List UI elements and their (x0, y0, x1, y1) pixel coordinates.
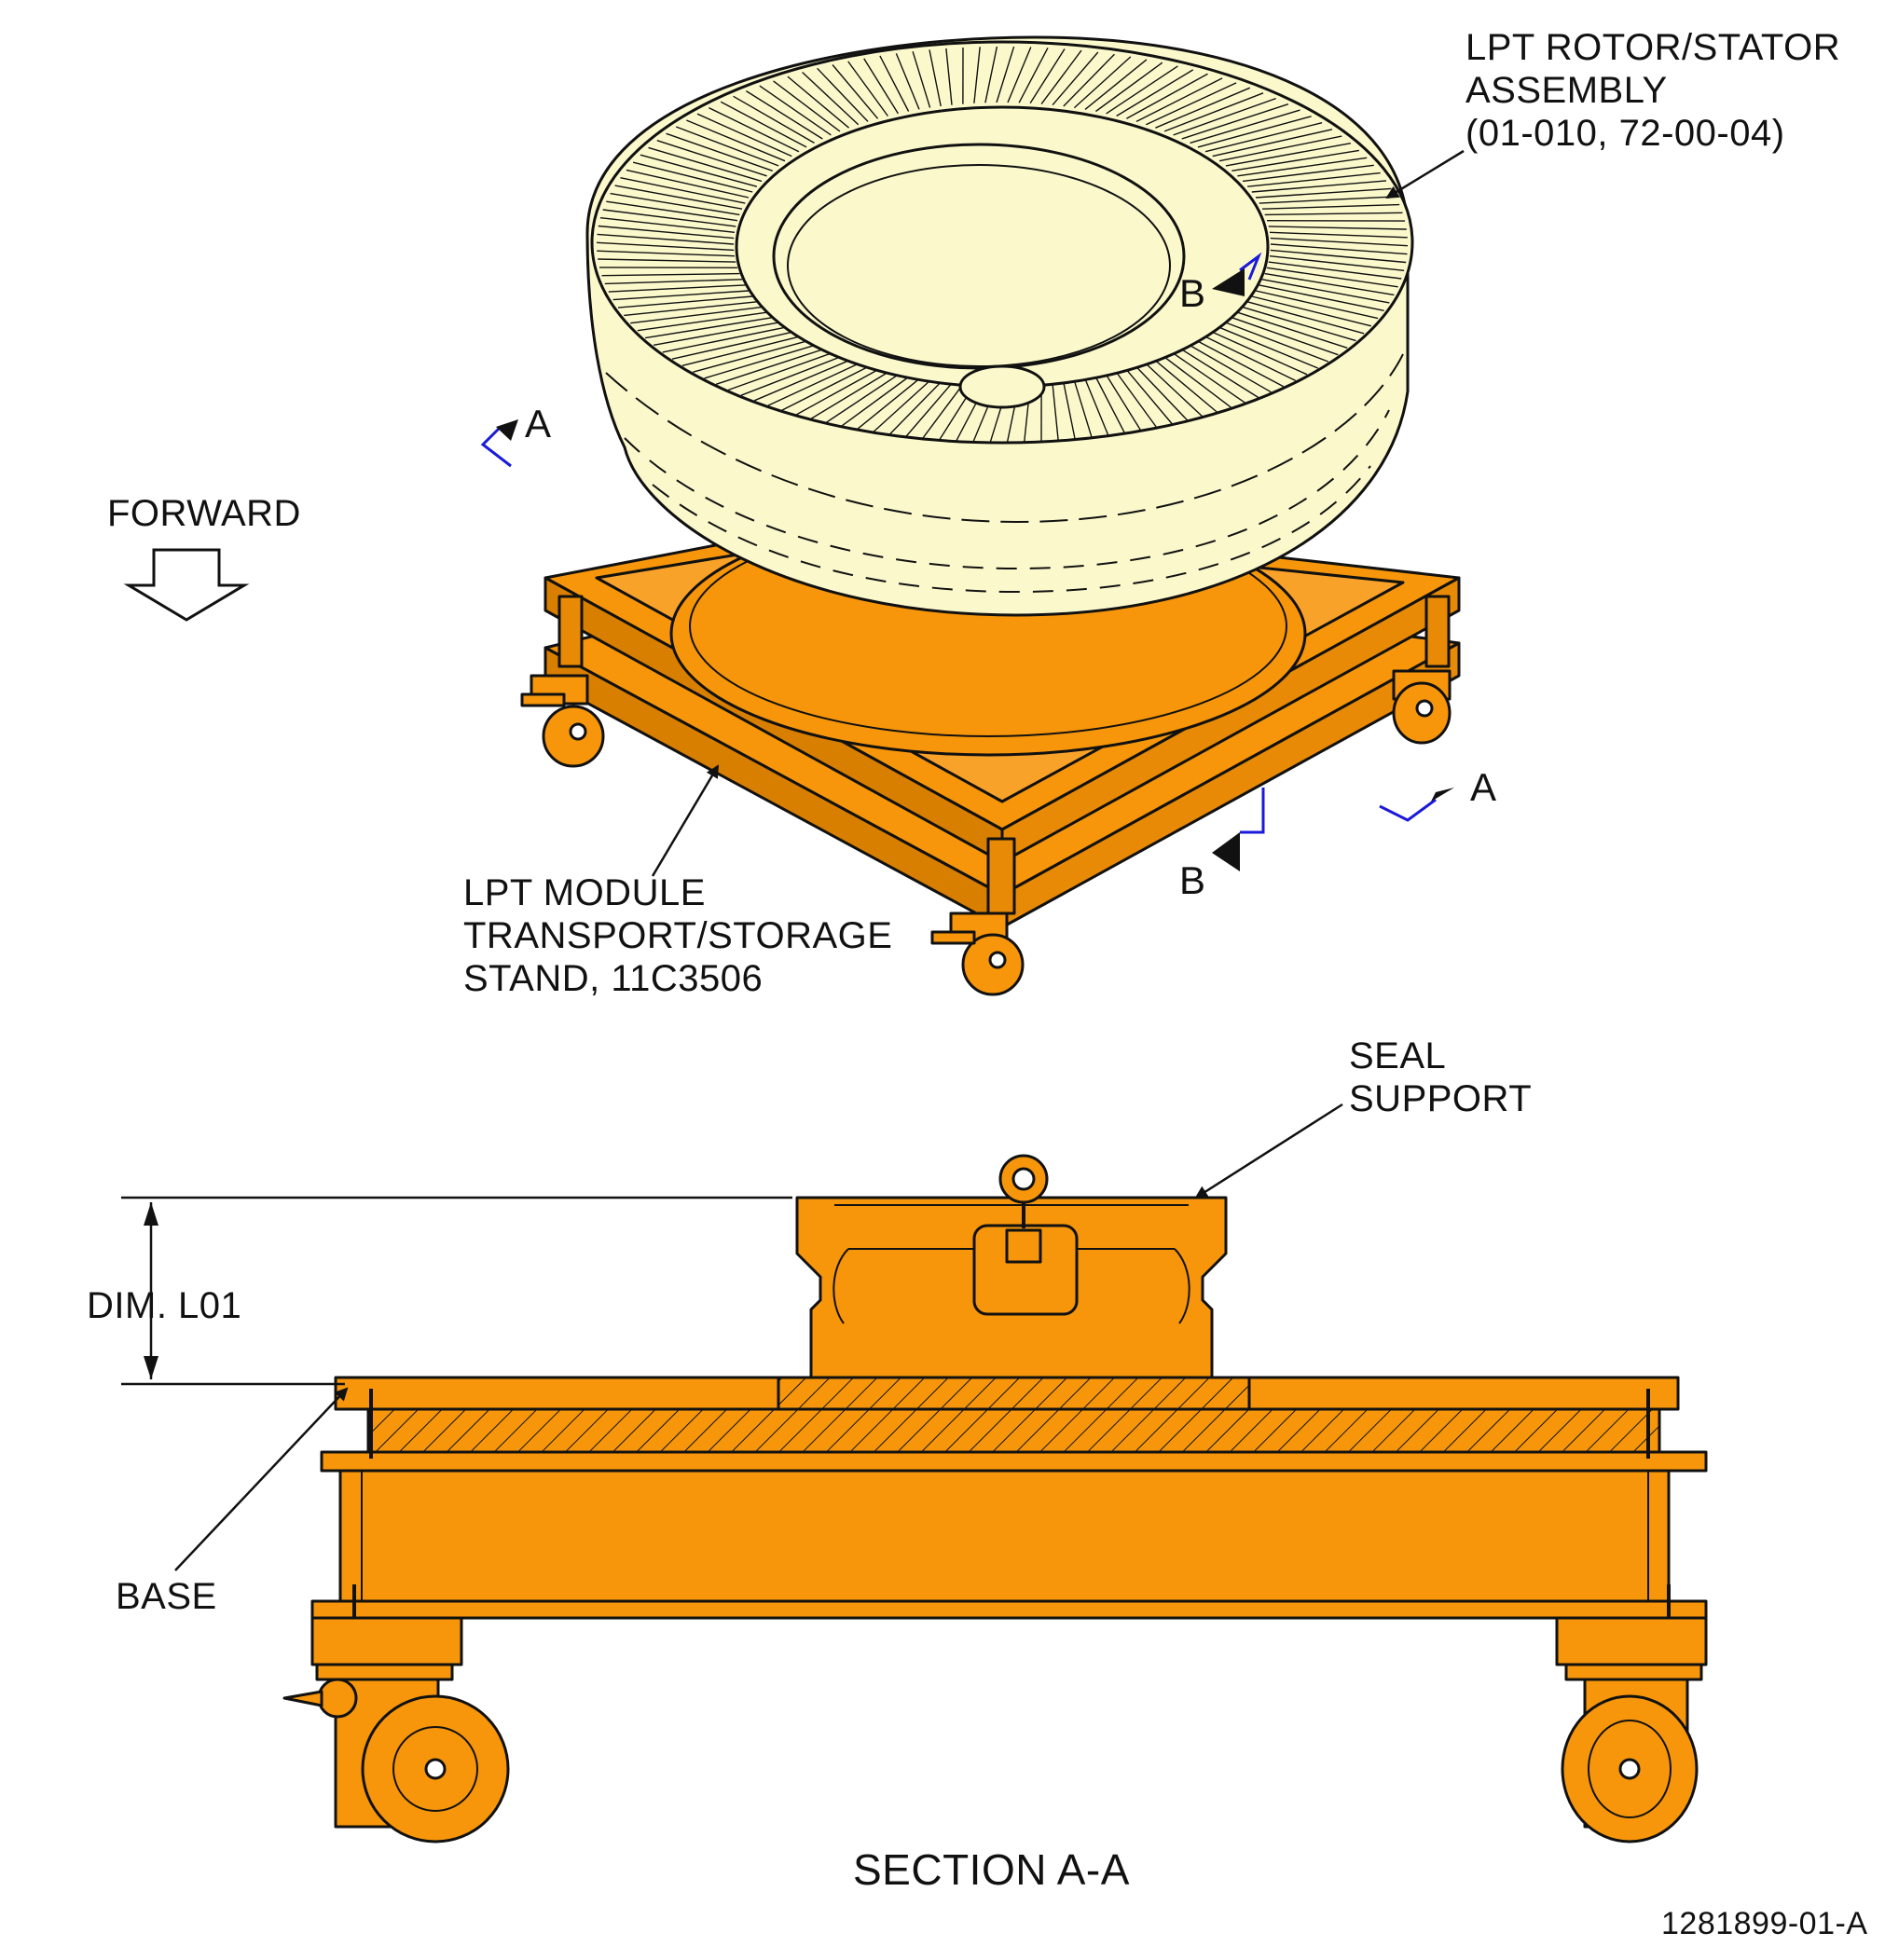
section-title: SECTION A-A (853, 1845, 1130, 1894)
figure-id: 1281899-01-A (1661, 1905, 1868, 1942)
stand-post-right (1426, 596, 1449, 666)
caster-front (932, 913, 1023, 994)
stand-post-left (559, 596, 582, 666)
base-hatched-plate (368, 1409, 1659, 1452)
seal-support-leader (1196, 1104, 1342, 1198)
dimension-label: DIM. L01 (87, 1284, 241, 1327)
base-label: BASE (116, 1575, 217, 1618)
seal-support-label: SEAL SUPPORT (1349, 1035, 1532, 1120)
section-b-marker-lower: B (1179, 859, 1205, 902)
stand-post-front (988, 839, 1014, 913)
base-flange (322, 1452, 1706, 1471)
hub-boss (960, 366, 1044, 407)
section-a-marker-lower: A (1470, 766, 1496, 809)
section-b-marker-upper: B (1179, 272, 1205, 315)
base-box-frame (340, 1471, 1669, 1601)
rotor-assembly-label: LPT ROTOR/STATOR ASSEMBLY (01-010, 72-00… (1465, 26, 1840, 155)
base-leader (175, 1389, 347, 1570)
section-caster-left (284, 1618, 508, 1842)
caster-right (1394, 671, 1450, 743)
forward-arrow-icon (129, 550, 244, 620)
section-caster-right (1557, 1618, 1706, 1842)
forward-label: FORWARD (107, 492, 301, 535)
stand-label: LPT MODULE TRANSPORT/STORAGE STAND, 11C3… (463, 871, 892, 1000)
rotor-leader (1387, 151, 1464, 198)
section-aa-drawing (284, 1156, 1706, 1842)
inner-hub (774, 144, 1184, 368)
stand-leader (653, 766, 718, 876)
section-a-mark-lower (1380, 800, 1436, 820)
lpt-rotor-stator-assembly (587, 37, 1412, 615)
section-a-marker-upper: A (525, 403, 551, 445)
